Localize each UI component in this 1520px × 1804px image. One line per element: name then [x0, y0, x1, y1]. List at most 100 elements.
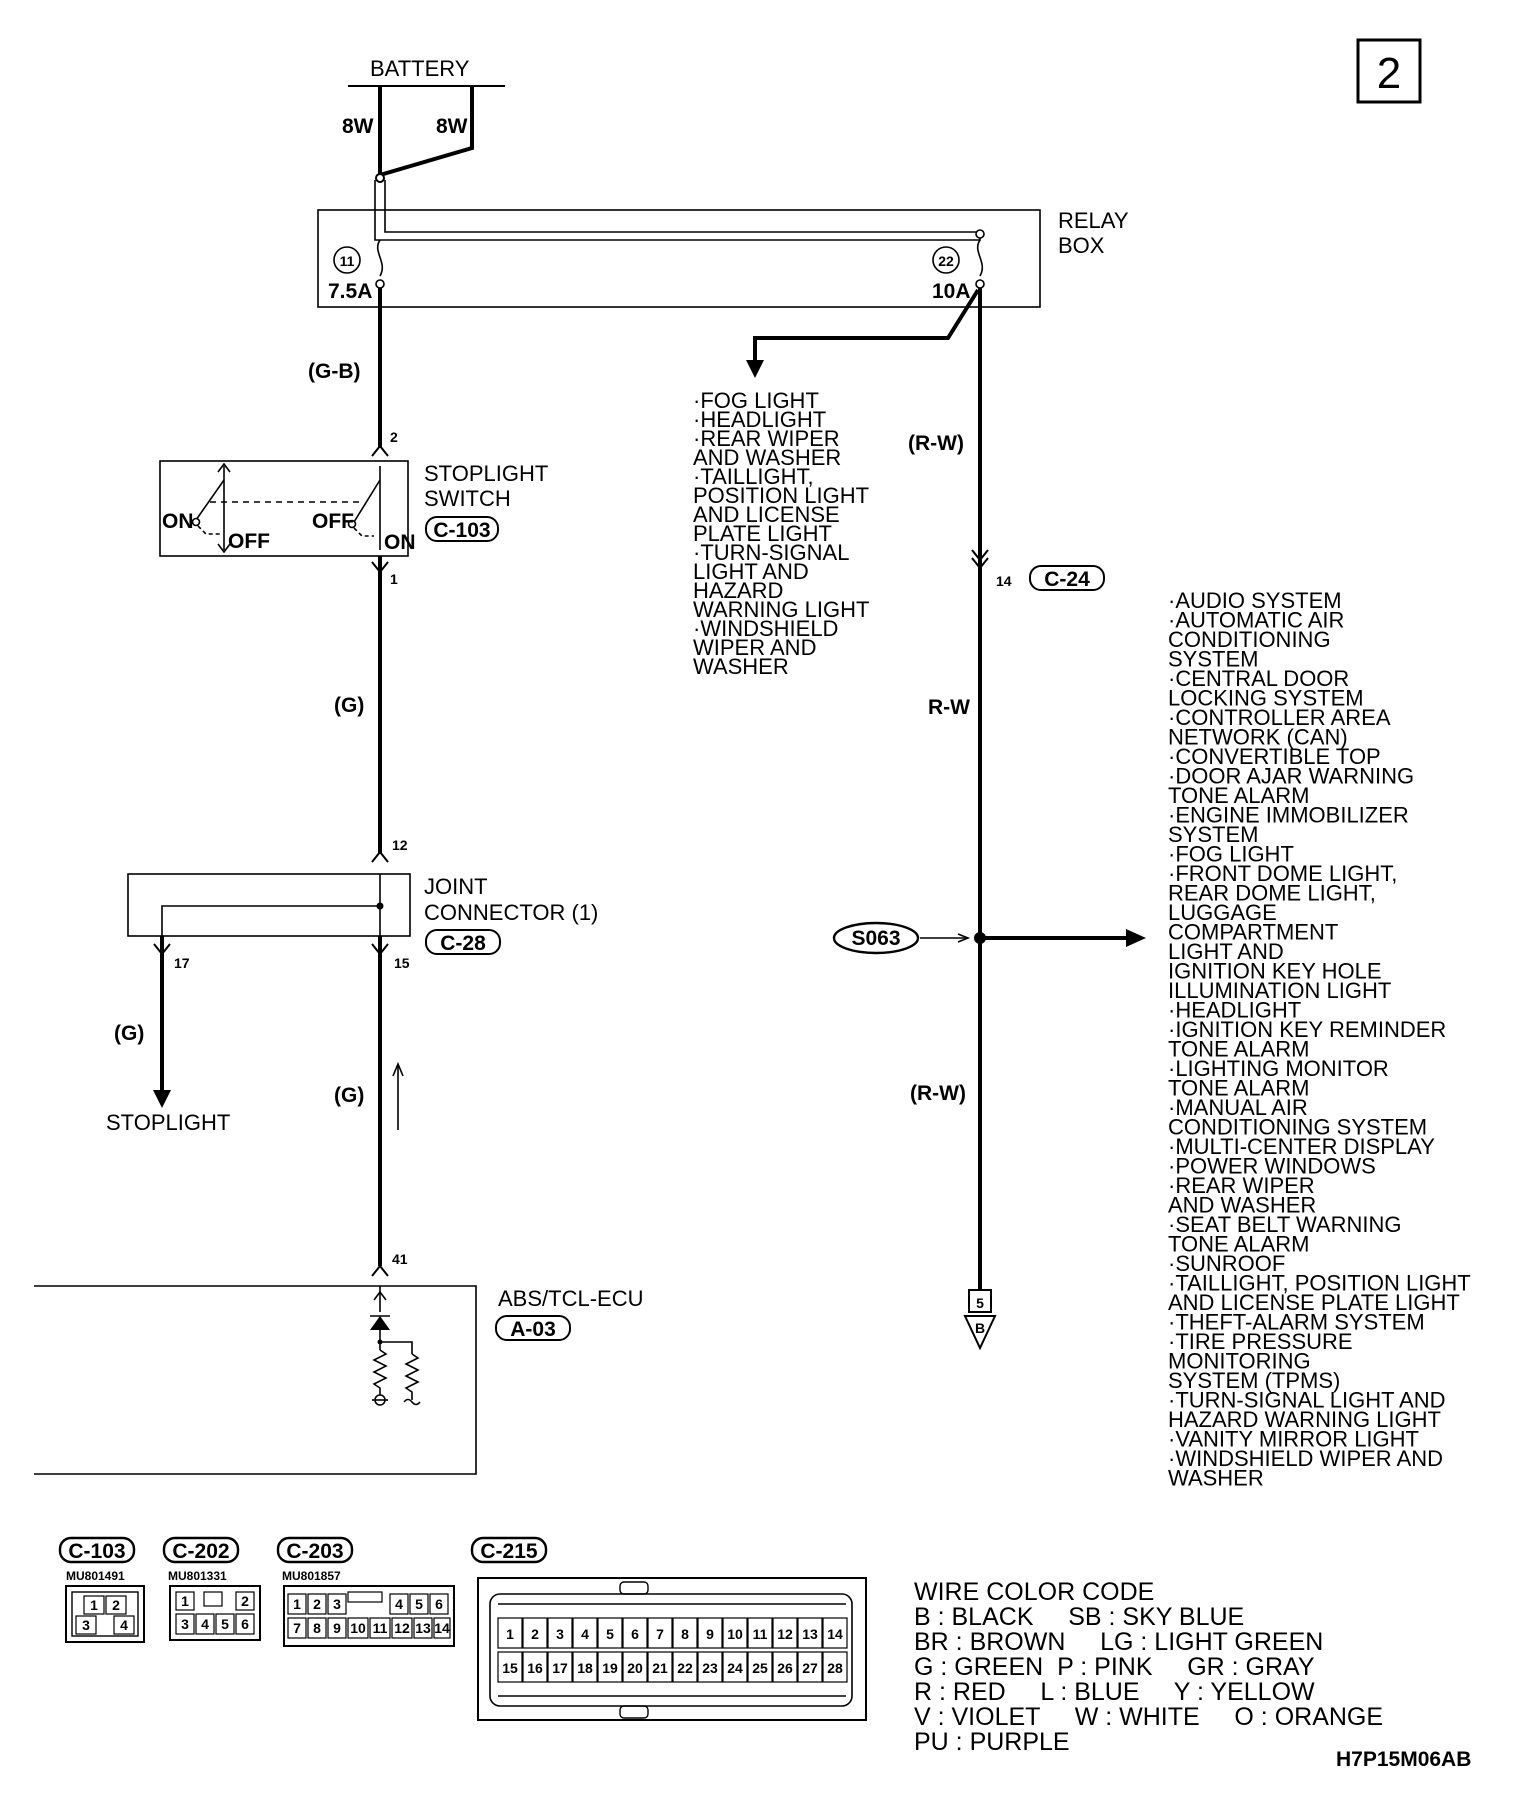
joint-connector-label-1: JOINT [424, 874, 488, 899]
resistor-2-icon [404, 1353, 420, 1400]
fuse22-branch-item: WIPER AND [693, 635, 816, 660]
connector-c203-name: C-203 [286, 1540, 343, 1563]
connector-c215-pin [797, 1617, 823, 1649]
joint-connector-label-2: CONNECTOR (1) [424, 900, 598, 925]
connector-c215-latch-top [619, 1581, 649, 1595]
fuse-11-symbol [376, 239, 384, 277]
r-w-branch-item: HAZARD WARNING LIGHT [1168, 1407, 1441, 1432]
ecu-internal-branch [380, 1341, 413, 1354]
fuse-22-number-circle [932, 246, 960, 274]
connector-c215-pin [797, 1651, 823, 1683]
battery-wire-right-label: 8W [436, 115, 468, 138]
r-w-branch-item: WASHER [1168, 1466, 1264, 1491]
connector-c203-pin-label: 5 [415, 1596, 423, 1612]
connector-c203-pin-label: 13 [415, 1620, 431, 1636]
connector-c215-pin [547, 1617, 573, 1649]
connector-c215-pin [697, 1651, 723, 1683]
connector-c215-pin-label: 1 [506, 1626, 514, 1642]
r-w-branch-item: ·ENGINE IMMOBILIZER [1168, 803, 1409, 828]
fuse22-branch-item: ·REAR WIPER [693, 426, 840, 451]
fuse22-branch-item: PLATE LIGHT [693, 521, 832, 546]
connector-c215-pin-label: 15 [502, 1660, 518, 1676]
connector-c215-pin-label: 22 [677, 1660, 693, 1676]
connector-c202-body [169, 1585, 261, 1641]
r-w-branch-item: REAR DOME LIGHT, [1168, 881, 1376, 906]
connector-c203-row-1: 1 2 3 4 5 6 [287, 1593, 449, 1615]
connector-c215-pin-label: 7 [656, 1626, 664, 1642]
fuse-22-rating: 10A [932, 280, 971, 303]
stoplight-switch-frame [159, 460, 409, 557]
connector-c215-pin [597, 1651, 623, 1683]
connector-c103-body [65, 1585, 145, 1643]
r-w-branch-item: ·SEAT BELT WARNING [1168, 1212, 1401, 1237]
connector-c215-pin-label: 9 [706, 1626, 714, 1642]
joint-connector-connector: C-28 [440, 932, 486, 955]
r-w-branch-item: ·MULTI-CENTER DISPLAY [1168, 1134, 1435, 1159]
r-w-branch-item: CONDITIONING [1168, 627, 1331, 652]
connector-c215-pin-label: 27 [802, 1660, 818, 1676]
connector-c203-pin [429, 1593, 449, 1615]
connector-c202-pin-label: 5 [221, 1616, 229, 1632]
connector-c103-pin-label: 1 [90, 1597, 98, 1613]
connector-c215-pin [622, 1617, 648, 1649]
connector-c202: C-202 MU801331 1 2 3 4 5 6 [162, 1536, 261, 1641]
connector-c203-pin-label: 14 [434, 1620, 450, 1636]
r-w-branch-item: IGNITION KEY HOLE [1168, 959, 1382, 984]
r-w-branch-item: TONE ALARM [1168, 783, 1309, 808]
r-w-branch-item: LOCKING SYSTEM [1168, 686, 1364, 711]
connector-c202-pin-label: 2 [241, 1593, 249, 1609]
r-w-branch-item: SYSTEM [1168, 647, 1258, 672]
r-w-branch-item: ·IGNITION KEY REMINDER [1168, 1017, 1446, 1042]
connector-c203-pin [369, 1617, 391, 1639]
battery-wire-right [379, 86, 474, 177]
connector-c215-pin [672, 1651, 698, 1683]
connector-c202-pin [195, 1613, 215, 1635]
joint-connector-badge [425, 929, 501, 955]
splice-label: S063 [851, 927, 900, 950]
connector-c215-pin-label: 28 [827, 1660, 843, 1676]
connector-c215-row-1: 1 2 3 4 5 6 7 8 9 10 11 12 13 14 [497, 1617, 848, 1649]
r-w-branch-item: ·TIRE PRESSURE [1168, 1329, 1353, 1354]
fuse-11-number-circle [333, 246, 361, 274]
fuse22-branch-arrow [746, 360, 764, 378]
connector-c215-name: C-215 [480, 1540, 538, 1563]
wire-r-w-top-label: (R-W) [908, 432, 964, 455]
r-w-branch-item: TONE ALARM [1168, 1037, 1309, 1062]
joint-bus-branch [161, 905, 380, 936]
connector-c203-pin [287, 1617, 307, 1639]
wire-color-code-title: WIRE COLOR CODE [914, 1578, 1154, 1606]
connector-c215-pin [722, 1617, 748, 1649]
connector-c215-pin [772, 1617, 798, 1649]
connector-c203-pin-label: 8 [313, 1620, 321, 1636]
connector-c215-pin-label: 19 [602, 1660, 618, 1676]
fuse-11-rating: 7.5A [328, 280, 372, 303]
connector-mark-c24-a [971, 549, 989, 562]
connector-c215-pin-label: 25 [752, 1660, 768, 1676]
connector-c215-pin-label: 10 [727, 1626, 743, 1642]
connector-mark-c24-b [971, 557, 989, 570]
c24-connector: C-24 [1044, 568, 1090, 591]
stoplight-arrow [153, 1090, 171, 1108]
switch-right-blade [353, 479, 381, 523]
connector-c202-pin-label: 3 [181, 1616, 189, 1632]
r-w-branch-item: CONDITIONING SYSTEM [1168, 1115, 1427, 1140]
r-w-branch-item: ·MANUAL AIR [1168, 1095, 1308, 1120]
connector-c215-pin-label: 18 [577, 1660, 593, 1676]
wire-r-w-mid-label: R-W [928, 696, 970, 719]
r-w-branch-item: SYSTEM [1168, 822, 1258, 847]
joint-bus-node [376, 902, 384, 910]
page-number: 2 [1377, 49, 1401, 98]
connector-c103: C-103 MU801491 1 2 3 4 [58, 1536, 145, 1643]
r-w-branch-item: ILLUMINATION LIGHT [1168, 978, 1391, 1003]
connector-c103-pin-label: 3 [82, 1617, 90, 1633]
wire-color-code-line: B : BLACK SB : SKY BLUE [914, 1603, 1244, 1631]
page-ref-triangle [963, 1315, 997, 1351]
r-w-branch-item: COMPARTMENT [1168, 920, 1338, 945]
connector-c215-latch-bottom [619, 1705, 649, 1719]
signal-direction-arrow-head [392, 1061, 404, 1077]
r-w-branch-item: ·FOG LIGHT [1168, 842, 1294, 867]
connector-c203-badge [276, 1536, 354, 1564]
connector-c202-pin [215, 1613, 235, 1635]
switch-left-plunger-top [217, 462, 231, 473]
